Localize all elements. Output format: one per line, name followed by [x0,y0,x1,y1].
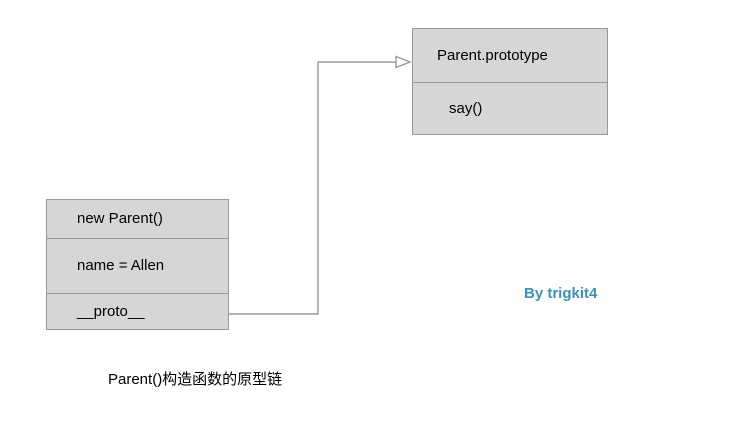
node-parent-prototype-method: say() [413,81,607,135]
node-new-parent-title: new Parent() [77,210,163,228]
node-parent-prototype[interactable]: Parent.prototype say() [412,28,608,135]
node-new-parent[interactable]: new Parent() name = Allen __proto__ [46,199,229,330]
connector-path [229,61,404,315]
diagram-caption: Parent()构造函数的原型链 [108,371,283,388]
node-new-parent-proto: __proto__ [47,293,228,329]
node-parent-prototype-title: Parent.prototype [437,46,548,64]
watermark-label: By trigkit4 [524,285,598,302]
arrowhead-icon [395,55,412,69]
node-new-parent-property: name = Allen [47,237,228,294]
